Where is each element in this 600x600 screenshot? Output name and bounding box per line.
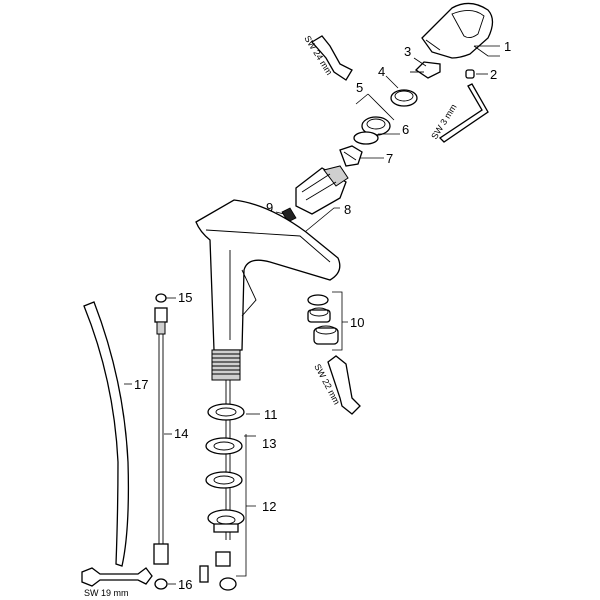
- callout-15: 15: [166, 290, 192, 305]
- o-ring-15-part: [155, 293, 167, 303]
- tap-body-part: [195, 199, 341, 381]
- washer-11-part: [207, 403, 245, 421]
- svg-text:9: 9: [266, 200, 273, 215]
- svg-text:4: 4: [378, 64, 385, 79]
- callout-13: 13: [244, 435, 276, 451]
- callout-10: 10: [332, 291, 364, 351]
- svg-text:5: 5: [356, 80, 363, 95]
- svg-text:7: 7: [386, 151, 393, 166]
- svg-text:1: 1: [504, 39, 511, 54]
- svg-text:14: 14: [174, 426, 188, 441]
- callout-17: 17: [124, 377, 148, 392]
- svg-text:10: 10: [350, 315, 364, 330]
- spanner-sw22-tool: SW 22 mm: [312, 355, 361, 415]
- callout-3: 3: [404, 44, 427, 67]
- svg-text:2: 2: [490, 67, 497, 82]
- svg-text:13: 13: [262, 436, 276, 451]
- svg-text:15: 15: [178, 290, 192, 305]
- callout-12: 12: [236, 434, 276, 577]
- svg-text:11: 11: [264, 407, 278, 422]
- spindle-part: [339, 145, 363, 167]
- callout-7: 7: [360, 151, 393, 166]
- washer-13-part: [205, 437, 243, 489]
- svg-text:3: 3: [404, 44, 411, 59]
- svg-text:8: 8: [344, 202, 351, 217]
- callout-2: 2: [476, 67, 497, 82]
- o-ring-part: [353, 131, 379, 145]
- flex-hose-part: [153, 307, 169, 565]
- seal-16-part: [154, 578, 168, 590]
- callout-4: 4: [378, 64, 399, 89]
- callout-16: 16: [168, 577, 192, 592]
- grub-screw-part: [465, 69, 475, 79]
- callout-8: 8: [299, 202, 351, 237]
- cartridge-part: [295, 165, 349, 215]
- callout-1: 1: [473, 39, 511, 57]
- svg-text:12: 12: [262, 499, 276, 514]
- lever-pin-part: [410, 61, 441, 79]
- fixing-nut-part: [199, 509, 245, 591]
- callout-14: 14: [164, 426, 188, 441]
- svg-text:16: 16: [178, 577, 192, 592]
- spanner-sw24-tool: SW 24 mm: [302, 34, 353, 81]
- callout-6: 6: [378, 122, 409, 137]
- supply-line-part: [83, 301, 130, 567]
- aerator-part: [307, 294, 339, 345]
- lever-handle-part: [421, 2, 494, 59]
- svg-text:17: 17: [134, 377, 148, 392]
- hex-key-sw3-tool: SW 3 mm: [429, 83, 489, 143]
- callout-5: 5: [355, 80, 395, 121]
- spanner-sw19-tool: SW 19 mm: [81, 567, 153, 598]
- svg-text:SW 19 mm: SW 19 mm: [84, 588, 129, 598]
- cover-cap-part: [390, 89, 418, 107]
- svg-text:6: 6: [402, 122, 409, 137]
- callout-11: 11: [246, 407, 278, 422]
- callout-9: 9: [266, 200, 285, 215]
